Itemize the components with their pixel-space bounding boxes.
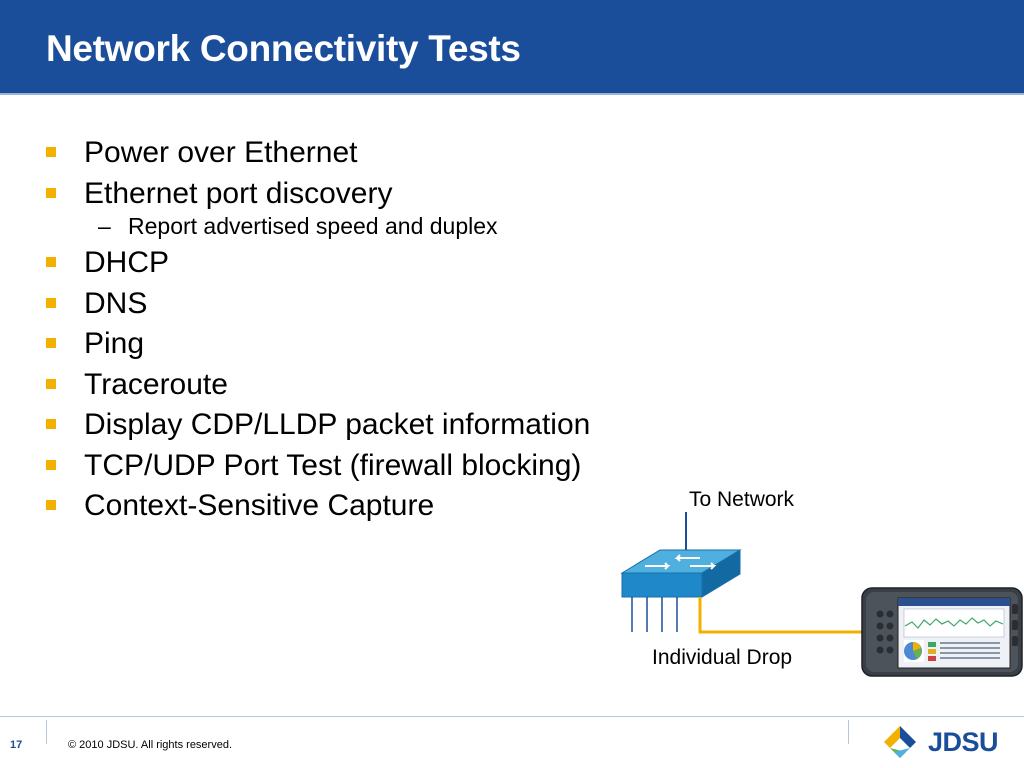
jdsu-logo-icon (884, 726, 916, 758)
sub-bullet-text: Report advertised speed and duplex (128, 213, 498, 239)
bullet-square-icon (46, 459, 56, 470)
bullet-item: TCP/UDP Port Test (firewall blocking) (46, 446, 590, 487)
bullet-item: DHCP (46, 243, 590, 284)
title-bar-underline (0, 93, 1024, 95)
bullet-text: Ping (84, 327, 145, 360)
bullet-square-icon (46, 419, 56, 429)
bullet-text: Context-Sensitive Capture (84, 489, 435, 522)
title-bar (0, 0, 1024, 93)
bullet-item: DNS (46, 284, 590, 325)
bullet-list: Power over Ethernet Ethernet port discov… (46, 133, 590, 527)
bullet-square-icon (46, 378, 56, 389)
copyright-text: © 2010 JDSU. All rights reserved. (68, 739, 233, 751)
bullet-item: Display CDP/LLDP packet information (46, 405, 590, 446)
bullet-square-icon (46, 147, 56, 157)
individual-drop-cable (698, 597, 862, 634)
bullet-text: Ethernet port discovery (84, 176, 393, 210)
bullet-item: Ethernet port discovery (46, 174, 590, 215)
page-number: 17 (10, 739, 23, 751)
bullet-item: Ping (46, 324, 590, 365)
bullet-text: Traceroute (84, 367, 228, 401)
footer-separator (46, 720, 47, 744)
to-network-label: To Network (689, 488, 795, 511)
bullet-item: Context-Sensitive Capture (46, 486, 590, 527)
bullet-square-icon (46, 257, 56, 267)
bullet-square-icon (46, 297, 56, 308)
network-switch-icon (620, 549, 742, 598)
bullet-text: Display CDP/LLDP packet information (84, 408, 591, 441)
bullet-item: Power over Ethernet (46, 133, 590, 174)
handheld-tester-device-icon (861, 587, 1023, 677)
bullet-text: DHCP (84, 246, 170, 279)
bullet-square-icon (46, 187, 56, 198)
bullet-text: TCP/UDP Port Test (firewall blocking) (84, 448, 582, 482)
logo-wordmark: JDSU (928, 727, 999, 757)
bullet-text: DNS (84, 286, 148, 320)
bullet-item: Traceroute (46, 365, 590, 406)
footer-separator (848, 720, 849, 744)
switch-port-cables (631, 597, 678, 632)
sub-bullet-item: – Report advertised speed and duplex (46, 211, 590, 241)
bullet-text: Power over Ethernet (84, 136, 358, 169)
dash-bullet: – (98, 213, 111, 239)
page-title: Network Connectivity Tests (46, 28, 521, 69)
bullet-square-icon (46, 338, 56, 348)
individual-drop-label: Individual Drop (652, 646, 793, 669)
footer-divider (0, 716, 1024, 717)
bullet-square-icon (46, 500, 56, 510)
